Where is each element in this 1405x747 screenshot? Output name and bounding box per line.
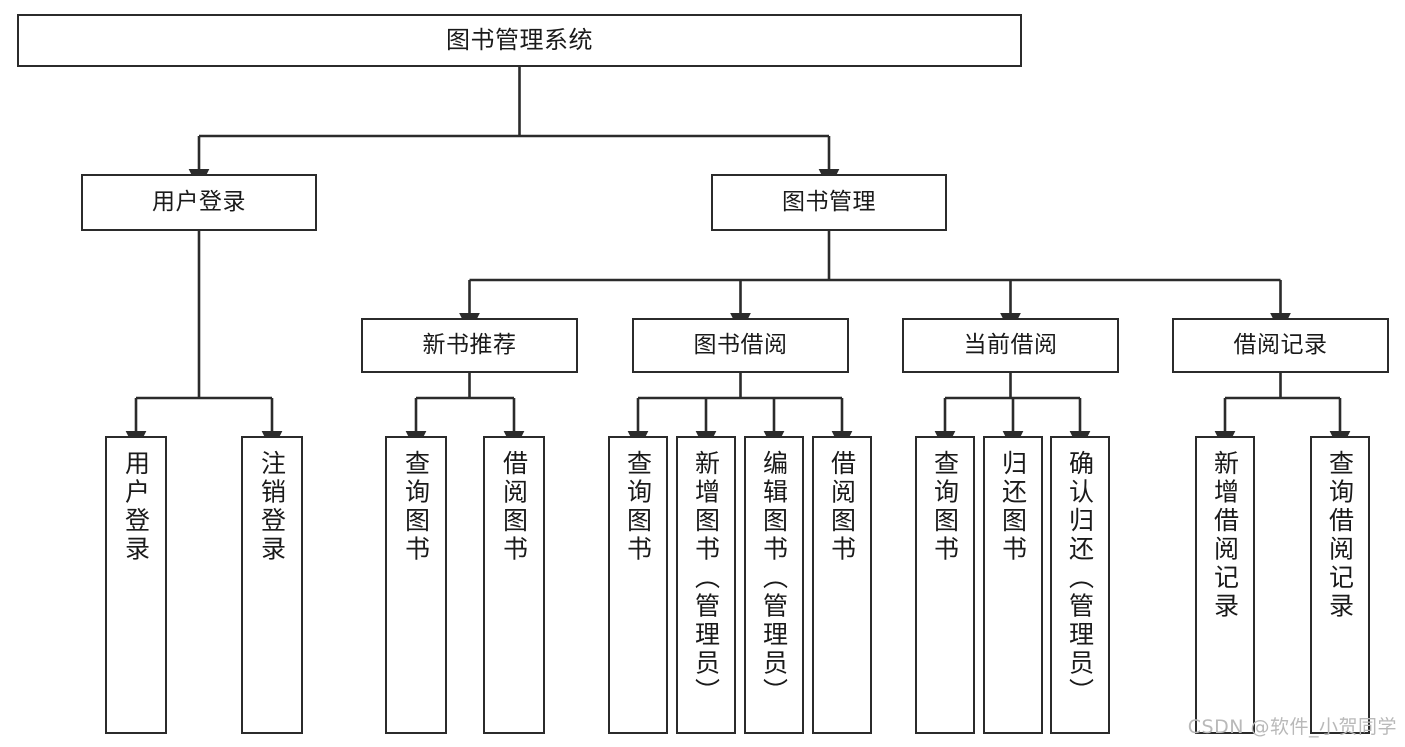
node-leaf-9[interactable]: 查询图书 xyxy=(915,436,975,734)
node-label: 借阅图书 xyxy=(499,450,529,564)
node-label: 确认归还（管理员） xyxy=(1065,450,1095,707)
node-label: 查询图书 xyxy=(401,450,431,564)
node-label: 图书管理 xyxy=(782,188,876,215)
node-leaf-12[interactable]: 新增借阅记录 xyxy=(1195,436,1255,734)
watermark-label: CSDN @软件_小贺同学 xyxy=(1187,716,1397,738)
node-label: 用户登录 xyxy=(121,450,151,564)
node-leaf-4[interactable]: 借阅图书 xyxy=(483,436,545,734)
node-cur-borrow[interactable]: 当前借阅 xyxy=(902,318,1119,373)
node-leaf-13[interactable]: 查询借阅记录 xyxy=(1310,436,1370,734)
node-label: 用户登录 xyxy=(152,188,246,215)
node-leaf-3[interactable]: 查询图书 xyxy=(385,436,447,734)
node-leaf-8[interactable]: 借阅图书 xyxy=(812,436,872,734)
node-label: 新书推荐 xyxy=(422,331,517,358)
node-label: 注销登录 xyxy=(257,450,287,564)
node-label: 归还图书 xyxy=(998,450,1028,564)
node-leaf-11[interactable]: 确认归还（管理员） xyxy=(1050,436,1110,734)
node-user-login[interactable]: 用户登录 xyxy=(81,174,317,231)
node-leaf-1[interactable]: 用户登录 xyxy=(105,436,167,734)
node-book-manage[interactable]: 图书管理 xyxy=(711,174,947,231)
node-label: 查询图书 xyxy=(623,450,653,564)
node-new-book-rec[interactable]: 新书推荐 xyxy=(361,318,578,373)
node-leaf-5[interactable]: 查询图书 xyxy=(608,436,668,734)
node-label: 图书管理系统 xyxy=(446,26,593,55)
node-label: 查询借阅记录 xyxy=(1325,450,1355,621)
node-label: 查询图书 xyxy=(930,450,960,564)
node-borrow-rec[interactable]: 借阅记录 xyxy=(1172,318,1389,373)
node-leaf-6[interactable]: 新增图书（管理员） xyxy=(676,436,736,734)
node-label: 借阅记录 xyxy=(1233,331,1328,358)
node-root[interactable]: 图书管理系统 xyxy=(17,14,1022,67)
node-label: 当前借阅 xyxy=(963,331,1058,358)
node-book-borrow[interactable]: 图书借阅 xyxy=(632,318,849,373)
node-label: 借阅图书 xyxy=(827,450,857,564)
node-leaf-2[interactable]: 注销登录 xyxy=(241,436,303,734)
node-label: 新增图书（管理员） xyxy=(691,450,721,707)
node-leaf-10[interactable]: 归还图书 xyxy=(983,436,1043,734)
node-label: 图书借阅 xyxy=(693,331,788,358)
node-label: 编辑图书（管理员） xyxy=(759,450,789,707)
node-label: 新增借阅记录 xyxy=(1210,450,1240,621)
node-leaf-7[interactable]: 编辑图书（管理员） xyxy=(744,436,804,734)
